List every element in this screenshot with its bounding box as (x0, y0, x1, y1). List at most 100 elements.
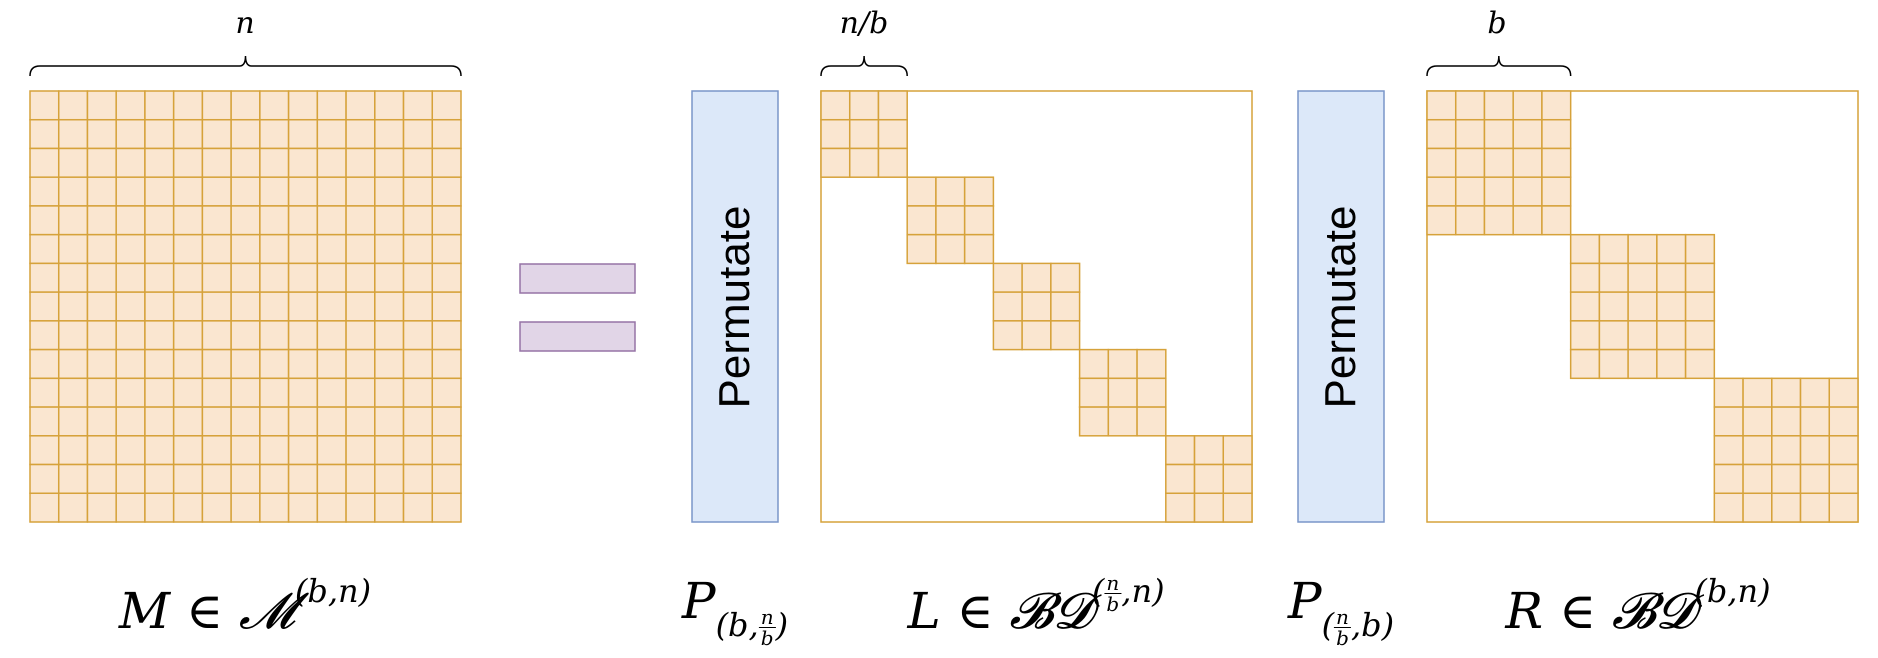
matrix-m-cell (316, 291, 347, 322)
matrix-m-cell (259, 233, 290, 265)
matrix-l-block-cell (963, 205, 995, 236)
eq-p2-sub-a: ( (1321, 606, 1335, 644)
matrix-m-cell (374, 377, 405, 408)
permutate-box-1 (691, 90, 779, 523)
matrix-m-cell (57, 205, 89, 236)
matrix-r-block-cell (1771, 406, 1802, 437)
matrix-m-cell (115, 205, 146, 236)
matrix-l-block-cell (906, 205, 937, 236)
matrix-m-cell (431, 262, 462, 293)
matrix-m-cell (431, 90, 462, 121)
matrix-m-cell (86, 320, 117, 351)
matrix-l-block-cell (1107, 348, 1138, 380)
matrix-m-cell (316, 262, 347, 293)
matrix-m-cell (402, 492, 434, 523)
matrix-r-block-cell (1541, 205, 1572, 236)
eq-m-set: 𝓜 (238, 582, 295, 640)
matrix-m-cell (115, 377, 146, 408)
matrix-m-cell (29, 406, 60, 437)
matrix-m-cell (115, 463, 146, 495)
matrix-m-cell (431, 406, 462, 437)
matrix-m-cell (172, 348, 204, 380)
matrix-m-cell (201, 406, 232, 437)
matrix-m-cell (230, 492, 261, 523)
matrix-l-block-cell (1136, 406, 1167, 437)
matrix-r-block-cell (1771, 377, 1802, 408)
matrix-m-cell (29, 320, 60, 351)
matrix-r-block-cell (1569, 291, 1601, 322)
matrix-m-cell (259, 377, 290, 408)
matrix-m-cell (431, 291, 462, 322)
matrix-l-block-cell (906, 233, 937, 265)
matrix-m-cell (201, 90, 232, 121)
matrix-m-cell (374, 406, 405, 437)
matrix-r-block-cell (1454, 176, 1486, 207)
matrix-m-cell (201, 262, 232, 293)
matrix-l-block-cell (992, 320, 1023, 351)
matrix-r-block-cell (1483, 90, 1514, 121)
matrix-m-cell (115, 291, 146, 322)
label-b: b (1487, 6, 1507, 41)
matrix-m-cell (345, 176, 376, 207)
matrix-m-cell (230, 377, 261, 408)
frac-num: n (1104, 571, 1122, 595)
matrix-r-block-cell (1799, 377, 1831, 408)
matrix-m-cell (345, 90, 376, 121)
label-n-over-b: n/b (839, 6, 889, 41)
matrix-r-block-cell (1828, 406, 1859, 437)
matrix-m-cell (57, 377, 89, 408)
matrix-m-cell (431, 492, 462, 523)
matrix-m-cell (259, 147, 290, 178)
matrix-r-block-cell (1656, 233, 1687, 265)
matrix-m-cell (201, 435, 232, 466)
eq-r-lhs: R ∈ (1505, 582, 1612, 640)
matrix-r-block-cell (1627, 348, 1658, 380)
matrix-m-cell (86, 176, 117, 207)
eq-p2-sub-b: ,b) (1350, 606, 1395, 644)
matrix-r-block-cell (1627, 291, 1658, 322)
matrix-r-block-cell (1569, 262, 1601, 293)
matrix-m-cell (115, 435, 146, 466)
matrix-m-cell (144, 463, 175, 495)
matrix-m-cell (345, 348, 376, 380)
matrix-m-cell (287, 233, 319, 265)
matrix-m-cell (57, 147, 89, 178)
matrix-l-block-cell (1136, 348, 1167, 380)
matrix-m-cell (86, 435, 117, 466)
matrix-l-block-cell (848, 90, 880, 121)
matrix-l-block-cell (1107, 406, 1138, 437)
matrix-r-block-cell (1512, 147, 1543, 178)
matrix-m-cell (172, 233, 204, 265)
matrix-r-block-cell (1684, 262, 1716, 293)
matrix-m-cell (115, 492, 146, 523)
matrix-r-block-cell (1541, 90, 1572, 121)
matrix-r-block-cell (1483, 147, 1514, 178)
permutate-box-2 (1297, 90, 1385, 523)
matrix-m-cell (115, 406, 146, 437)
matrix-m-cell (115, 118, 146, 150)
matrix-m-cell (172, 492, 204, 523)
matrix-l-block-cell (963, 176, 995, 207)
permutate-label-1: Permutate (710, 205, 759, 409)
frac-num: n (1334, 605, 1351, 629)
matrix-r-block-cell (1426, 147, 1457, 178)
matrix-m-cell (316, 118, 347, 150)
matrix-r-block-cell (1627, 233, 1658, 265)
matrix-m-cell (287, 147, 319, 178)
matrix-r-block-cell (1598, 348, 1629, 380)
matrix-m-cell (29, 348, 60, 380)
matrix-m-cell (172, 406, 204, 437)
matrix-m-cell (431, 463, 462, 495)
matrix-m-cell (172, 262, 204, 293)
matrix-m-cell (29, 176, 60, 207)
matrix-m-cell (374, 205, 405, 236)
matrix-m-cell (259, 435, 290, 466)
matrix-r-block-cell (1483, 176, 1514, 207)
matrix-m-cell (402, 176, 434, 207)
matrix-m-cell (57, 492, 89, 523)
matrix-r-block-cell (1684, 291, 1716, 322)
matrix-m-cell (230, 406, 261, 437)
matrix-l-block-cell (877, 147, 908, 178)
matrix-r-block-cell (1684, 320, 1716, 351)
matrix-m-cell (287, 377, 319, 408)
